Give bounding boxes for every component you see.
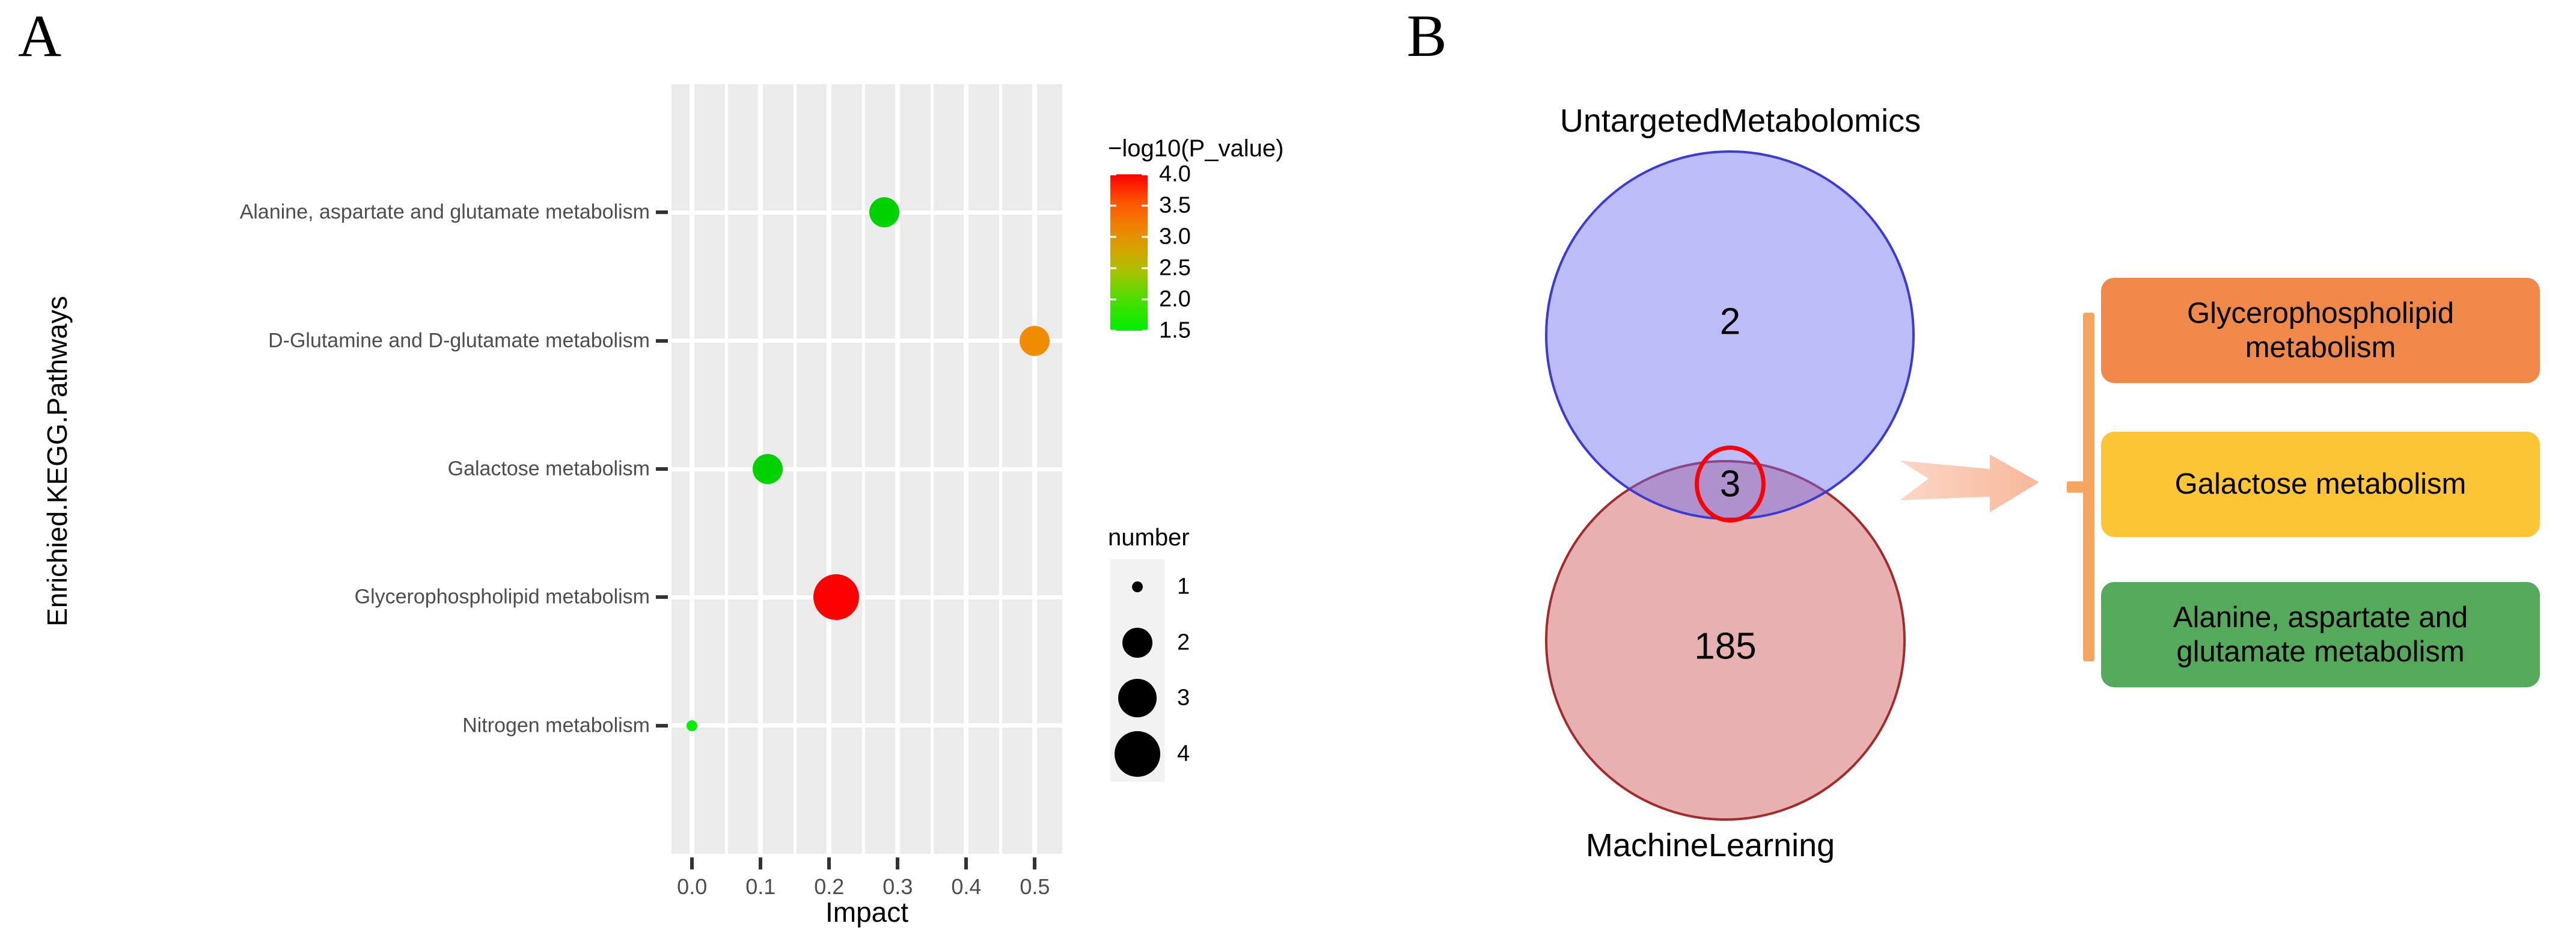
brace-stub: [2067, 481, 2087, 493]
color-legend-tick-mark: [1142, 329, 1148, 332]
scatter-point[interactable]: [813, 574, 859, 621]
panel-a-letter: A: [18, 2, 62, 69]
size-legend-dot-icon: [1122, 627, 1152, 658]
x-axis-tick-label: 0.3: [883, 874, 913, 899]
x-axis-tick-label: 0.4: [951, 874, 982, 899]
color-legend-tick-label: 4.0: [1159, 161, 1191, 187]
x-tick-mark: [1033, 857, 1037, 869]
color-legend-tick-mark: [1110, 173, 1116, 176]
scatter-point[interactable]: [869, 197, 899, 228]
callout-box-galactose-metabolism[interactable]: Galactose metabolism: [2101, 432, 2540, 537]
grouping-brace: [2067, 313, 2094, 661]
color-legend-gradient-bar: [1110, 173, 1148, 332]
x-tick-mark: [759, 857, 763, 869]
panel-b-letter: B: [1407, 2, 1447, 69]
color-legend-tick-label: 1.5: [1159, 317, 1191, 343]
scatter-point[interactable]: [1020, 325, 1050, 356]
y-axis-tick-label: D-Glutamine and D-glutamate metabolism: [268, 329, 650, 352]
intersection-highlight-circle-icon: [1695, 446, 1766, 523]
x-axis-title: Impact: [825, 896, 909, 928]
x-tick-mark: [964, 857, 968, 869]
color-legend-tick-label: 2.0: [1159, 286, 1191, 312]
y-tick-mark: [656, 723, 668, 728]
x-axis-tick-label: 0.1: [745, 874, 776, 899]
color-legend-tick-mark: [1142, 298, 1148, 301]
venn-set-label-machinelearning: MachineLearning: [1585, 827, 1835, 863]
y-tick-mark: [656, 595, 668, 599]
venn-count-machinelearning-only: 185: [1694, 625, 1757, 667]
y-axis-tick-label: Nitrogen metabolism: [462, 714, 650, 737]
y-gridline-major: [672, 210, 1062, 215]
color-legend-tick-mark: [1142, 267, 1148, 269]
y-tick-mark: [656, 210, 668, 215]
color-legend-title: −log10(P_value): [1108, 135, 1284, 162]
venn-count-intersection: 3: [1719, 463, 1741, 505]
size-legend-label: 1: [1177, 574, 1190, 599]
color-legend-tick-label: 3.5: [1159, 192, 1191, 218]
color-legend-tick-mark: [1142, 204, 1148, 207]
y-tick-mark: [656, 339, 668, 343]
color-legend-tick-label: 3.0: [1159, 224, 1191, 250]
x-axis-tick-label: 0.0: [677, 874, 708, 899]
callout-box-glycerophospholipid-metabolism[interactable]: Glycerophospholipid metabolism: [2101, 278, 2540, 383]
size-legend-label: 2: [1177, 630, 1190, 655]
panel-b-venn: B UntargetedMetabolomics 2 185 3 Machine…: [1383, 0, 2576, 944]
color-legend-tick-mark: [1142, 173, 1148, 176]
right-arrow-icon: [1900, 455, 2039, 512]
x-axis-tick-label: 0.2: [814, 874, 845, 899]
size-legend-dot-icon: [1118, 679, 1157, 718]
scatter-point[interactable]: [687, 720, 698, 731]
y-gridline-major: [672, 595, 1062, 599]
y-gridline-major: [672, 723, 1062, 728]
y-tick-mark: [656, 467, 668, 471]
venn-count-untargeted-only: 2: [1719, 301, 1741, 343]
color-legend-tick-mark: [1110, 298, 1116, 301]
size-legend-title: number: [1108, 524, 1190, 551]
y-axis-title: Enrichied.KEGG.Pathways: [41, 296, 73, 627]
color-legend-tick-mark: [1110, 267, 1116, 269]
scatter-point[interactable]: [752, 454, 783, 484]
y-gridline-major: [672, 467, 1062, 471]
venn-set-label-untargeted-metabolomics: UntargetedMetabolomics: [1559, 103, 1921, 139]
size-legend-label: 4: [1177, 741, 1190, 767]
y-axis-tick-label: Glycerophospholipid metabolism: [354, 585, 650, 608]
x-tick-mark: [827, 857, 831, 869]
y-axis-tick-label: Alanine, aspartate and glutamate metabol…: [239, 200, 650, 224]
brace-spine: [2083, 313, 2094, 661]
x-tick-mark: [690, 857, 694, 869]
color-legend-tick-mark: [1142, 236, 1148, 238]
color-legend-tick-mark: [1110, 329, 1116, 332]
plot-panel: [672, 84, 1062, 854]
x-tick-mark: [896, 857, 900, 869]
callout-box-alanine-aspartate-glutamate-metabolism[interactable]: Alanine, aspartate and glutamate metabol…: [2101, 582, 2540, 687]
panel-a-dotplot: A Enrichied.KEGG.Pathways Nitrogen metab…: [18, 2, 1284, 928]
y-axis-tick-label: Galactose metabolism: [447, 457, 650, 480]
y-gridline-major: [672, 339, 1062, 343]
x-axis-tick-label: 0.5: [1020, 874, 1050, 899]
size-legend-dot-icon: [1132, 581, 1143, 593]
color-legend-tick-mark: [1110, 204, 1116, 207]
size-legend-dot-icon: [1115, 731, 1160, 777]
color-legend-tick-mark: [1110, 236, 1116, 238]
color-legend-tick-label: 2.5: [1159, 255, 1191, 281]
size-legend-label: 3: [1177, 685, 1190, 711]
